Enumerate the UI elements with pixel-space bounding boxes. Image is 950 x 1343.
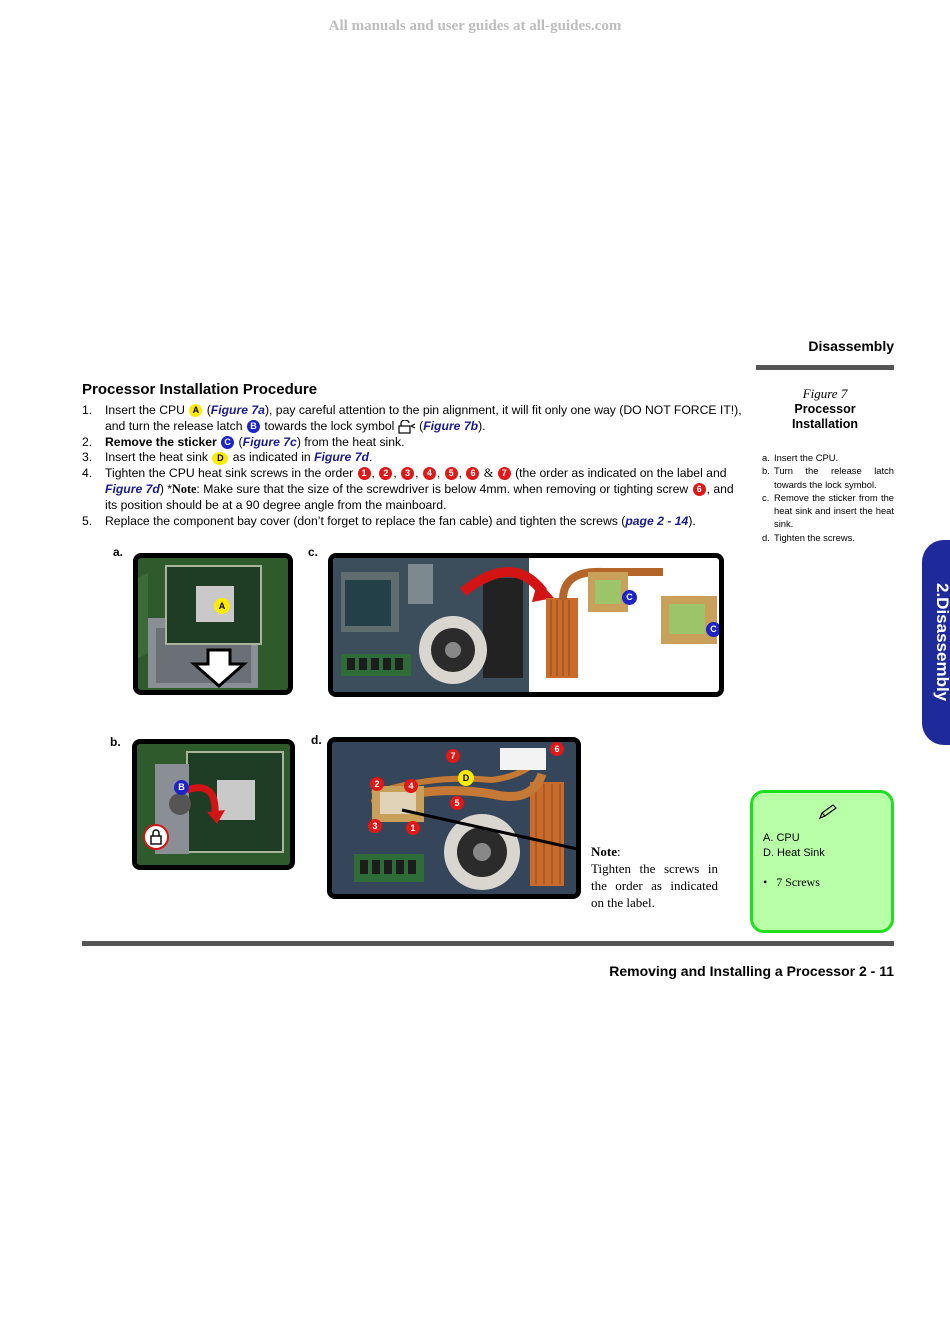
step-3: 3. Insert the heat sink D as indicated i… <box>82 450 373 465</box>
callout-b-badge: B <box>174 780 189 795</box>
chapter-header: Disassembly <box>808 338 894 354</box>
screw-badge: 5 <box>444 467 458 481</box>
step-1: 1. Insert the CPU A (Figure 7a), pay car… <box>82 403 742 434</box>
screw-badge: 4 <box>404 779 418 793</box>
screw-badge: 2 <box>379 467 393 481</box>
screw-badge: 3 <box>368 819 382 833</box>
figure-item: c.Remove the sticker from the heat sink … <box>762 491 894 530</box>
figure-7a-link[interactable]: Figure 7a <box>210 403 265 417</box>
photo-7d-tighten-screws: 2 3 4 1 5 7 6 D <box>327 737 581 899</box>
photo-7b-release-latch: B <box>132 739 295 870</box>
callout-d-badge: D <box>212 451 229 465</box>
page-footer: Removing and Installing a Processor 2 - … <box>609 963 894 979</box>
step-2: 2. Remove the sticker C (Figure 7c) from… <box>82 434 405 449</box>
figure-7b-link[interactable]: Figure 7b <box>423 418 479 433</box>
step-4: 4. Tighten the CPU heat sink screws in t… <box>82 466 734 512</box>
screw-badge: 7 <box>497 467 511 481</box>
figure-item: a.Insert the CPU. <box>762 452 839 463</box>
photo-note: Note: Tighten the screws in the order as… <box>591 844 718 910</box>
photo-label-a: a. <box>113 545 124 559</box>
chapter-tab <box>922 540 950 745</box>
photo-label-c: c. <box>308 545 319 559</box>
screw-badge: 1 <box>406 821 420 835</box>
screw-badge: 1 <box>357 467 371 481</box>
callout-b-badge: B <box>246 420 260 434</box>
screw-badge: 6 <box>466 467 480 481</box>
callout-a-badge: A <box>189 404 203 418</box>
header-rule <box>756 365 894 370</box>
figure-item: b.Turn the release latch towards the loc… <box>762 465 894 490</box>
figure-7c-link[interactable]: Figure 7c <box>242 434 297 449</box>
pencil-icon <box>818 804 837 820</box>
figure-7d-link[interactable]: Figure 7d <box>105 481 160 496</box>
figure-7d-link[interactable]: Figure 7d <box>314 450 369 465</box>
screw-badge: 3 <box>401 467 415 481</box>
note-item-heat-sink: D. Heat Sink <box>763 846 825 859</box>
lock-icon <box>398 418 415 434</box>
watermark: All manuals and user guides at all-guide… <box>328 18 622 34</box>
screw-badge: 6 <box>692 483 706 497</box>
callout-a-badge: A <box>214 598 230 614</box>
screw-badge: 2 <box>370 777 384 791</box>
screw-badge: 6 <box>550 742 564 756</box>
figure-item: d.Tighten the screws. <box>762 531 855 543</box>
screw-badge: 5 <box>450 796 464 810</box>
note-item-screws: • 7 Screws <box>763 875 820 889</box>
photo-label-b: b. <box>110 735 121 749</box>
page-2-14-link[interactable]: page 2 - 14 <box>625 513 689 528</box>
section-title: Processor Installation Procedure <box>82 381 318 398</box>
note-box: A. CPU D. Heat Sink • 7 Screws <box>750 790 894 933</box>
chapter-tab-label[interactable]: 2.Disassembly <box>933 583 950 702</box>
note-item-cpu: A. CPU <box>763 832 800 844</box>
figure-item-list: a.Insert the CPU. b.Turn the release lat… <box>762 451 894 544</box>
footer-rule <box>82 941 894 946</box>
callout-c-badge: C <box>706 622 719 637</box>
callout-d-badge: D <box>458 770 474 786</box>
photo-label-d: d. <box>311 733 322 747</box>
photo-7a-cpu-insert: A <box>133 553 293 695</box>
callout-c-badge: C <box>622 590 637 605</box>
screw-badge: 7 <box>446 749 460 763</box>
step-5: 5. Replace the component bay cover (don’… <box>82 513 696 528</box>
figure-caption: Figure 7 Processor Installation <box>792 386 858 431</box>
callout-c-badge: C <box>221 435 235 449</box>
steps-list: 1. Insert the CPU A (Figure 7a), pay car… <box>82 403 747 529</box>
screw-badge: 4 <box>422 467 436 481</box>
photo-7c-heat-sink: C C <box>328 553 724 697</box>
